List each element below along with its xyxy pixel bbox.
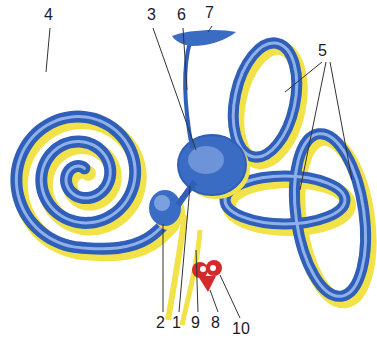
callout-number: 10: [232, 320, 250, 338]
callout-number: 5: [318, 42, 327, 60]
callout-number: 1: [172, 314, 181, 332]
callout-number: 6: [177, 6, 186, 24]
cochlea: [16, 117, 172, 254]
callout-number: 9: [191, 314, 200, 332]
endolymphatic-duct: [185, 42, 192, 148]
saccule: [149, 190, 181, 226]
endolymphatic-sac: [172, 30, 236, 46]
callout-number: 3: [147, 6, 156, 24]
callout-number: 7: [205, 4, 214, 22]
callout-number: 4: [44, 6, 53, 24]
callout-number: 2: [156, 314, 165, 332]
leader-lines: [46, 26, 352, 318]
callout-number: 8: [211, 314, 220, 332]
